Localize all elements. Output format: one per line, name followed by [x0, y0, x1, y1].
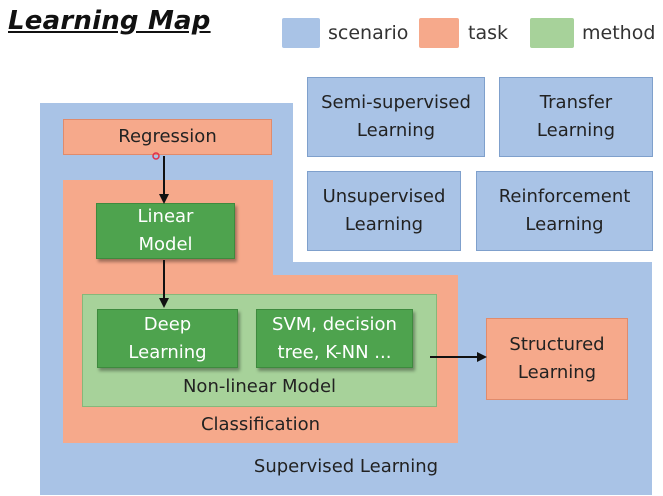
deep-learning-box: Deep Learning: [97, 309, 238, 368]
legend-label-method: method: [582, 22, 656, 44]
structured-line2: Learning: [517, 362, 597, 383]
linear-model-box: Linear Model: [96, 203, 235, 259]
pointer-dot: [152, 152, 160, 160]
linear-model-line2: Model: [138, 234, 193, 255]
legend-label-scenario: scenario: [328, 22, 409, 44]
deep-learning-line1: Deep: [143, 313, 192, 335]
svm-line1: SVM, decision: [272, 313, 397, 335]
unsupervised-line2: Learning: [344, 214, 424, 235]
semi-supervised-learning-box: Semi-supervised Learning: [307, 77, 485, 157]
unsupervised-learning-box: Unsupervised Learning: [307, 171, 461, 251]
svm-line2: tree, K-NN ...: [277, 341, 392, 363]
legend-swatch-scenario: [282, 18, 320, 48]
supervised-learning-label: Supervised Learning: [253, 456, 439, 477]
structured-line1: Structured: [509, 334, 605, 355]
reinforcement-learning-box: Reinforcement Learning: [476, 171, 653, 251]
semi-supervised-line2: Learning: [356, 120, 436, 141]
semi-supervised-line1: Semi-supervised: [321, 92, 471, 113]
transfer-learning-box: Transfer Learning: [499, 77, 653, 157]
deep-learning-line2: Learning: [128, 341, 207, 363]
linear-model-line1: Linear: [137, 206, 194, 227]
structured-learning-box: Structured Learning: [486, 318, 628, 400]
unsupervised-line1: Unsupervised: [322, 186, 446, 207]
reinforcement-line2: Learning: [525, 214, 604, 235]
svm-decision-tree-knn-box: SVM, decision tree, K-NN ...: [256, 309, 413, 368]
legend-swatch-method: [530, 18, 574, 48]
transfer-line2: Learning: [536, 120, 616, 141]
legend-label-task: task: [468, 22, 508, 44]
regression-box: Regression: [63, 119, 272, 155]
transfer-line1: Transfer: [539, 92, 613, 113]
legend-swatch-task: [419, 18, 459, 48]
non-linear-model-label: Non-linear Model: [182, 376, 337, 397]
page-title: Learning Map: [8, 6, 211, 36]
reinforcement-line1: Reinforcement: [498, 186, 631, 207]
classification-label: Classification: [200, 414, 321, 435]
